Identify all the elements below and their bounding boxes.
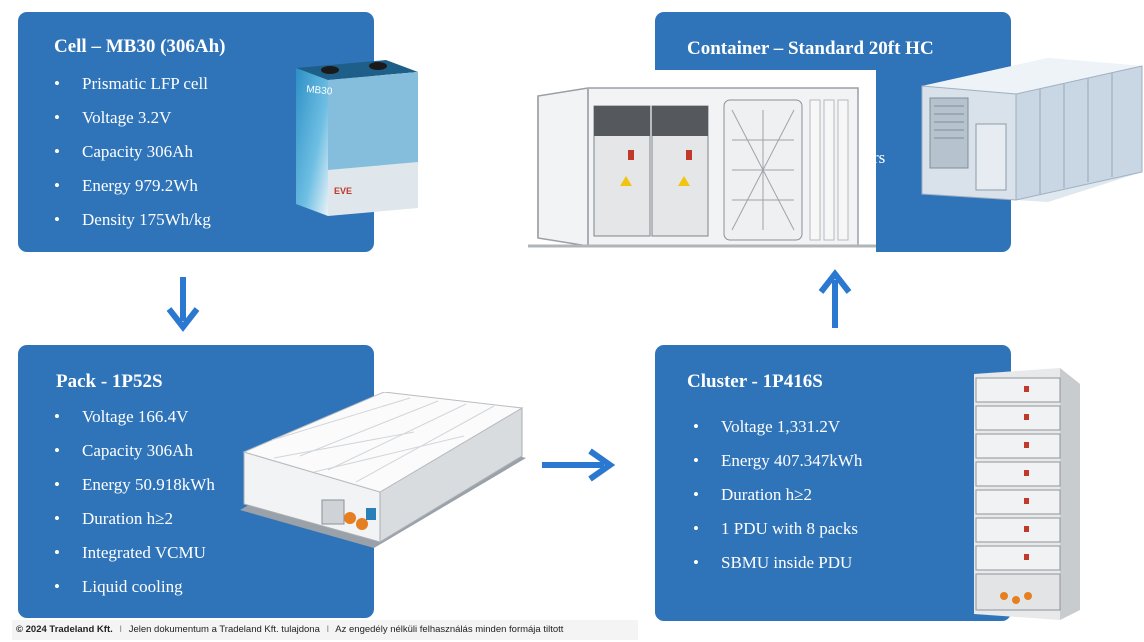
cluster-bullet: Energy 407.347kWh (693, 449, 862, 483)
cluster-bullet: 1 PDU with 8 packs (693, 517, 862, 551)
pack-bullet: Integrated VCMU (54, 541, 215, 575)
cell-bullet: Energy 979.2Wh (54, 174, 211, 208)
pack-bullet: Liquid cooling (54, 575, 215, 609)
footer-brand: © 2024 Tradeland Kft. (16, 624, 113, 635)
battery-pack-image (240, 392, 526, 548)
arrow-down-icon (166, 277, 200, 332)
container-exterior-image (921, 58, 1143, 202)
cell-title: Cell – MB30 (306Ah) (54, 36, 226, 57)
cluster-title: Cluster - 1P416S (687, 371, 823, 392)
cluster-bullet: SBMU inside PDU (693, 551, 862, 585)
battery-cell-image: MB30 EVE (296, 60, 418, 216)
footer-separator: I (119, 624, 123, 635)
container-cutaway-image (528, 70, 876, 252)
cell-bullets: Prismatic LFP cell Voltage 3.2V Capacity… (54, 72, 211, 242)
pack-bullets: Voltage 166.4V Capacity 306Ah Energy 50.… (54, 405, 215, 609)
container-title: Container – Standard 20ft HC (687, 38, 934, 59)
cell-bullet: Density 175Wh/kg (54, 208, 211, 242)
footer-separator: I (326, 624, 330, 635)
cell-bullet: Voltage 3.2V (54, 106, 211, 140)
pack-bullet: Duration h≥2 (54, 507, 215, 541)
cell-brand-label: EVE (334, 186, 352, 196)
footer-text-prohibition: Az engedély nélküli felhasználás minden … (335, 624, 564, 635)
pack-bullet: Energy 50.918kWh (54, 473, 215, 507)
arrow-up-icon (818, 269, 852, 328)
pack-bullet: Capacity 306Ah (54, 439, 215, 473)
cell-bullet: Capacity 306Ah (54, 140, 211, 174)
pack-bullet: Voltage 166.4V (54, 405, 215, 439)
container-partial-text: rs (873, 148, 886, 167)
battery-cluster-rack-image (974, 368, 1080, 620)
arrow-right-icon (542, 448, 616, 482)
pack-title: Pack - 1P52S (56, 371, 163, 392)
cell-model-label: MB30 (306, 84, 334, 98)
footer-text-ownership: Jelen dokumentum a Tradeland Kft. tulajd… (128, 624, 320, 635)
cluster-bullet: Duration h≥2 (693, 483, 862, 517)
cluster-bullet: Voltage 1,331.2V (693, 415, 862, 449)
footer: © 2024 Tradeland Kft. I Jelen dokumentum… (12, 620, 638, 640)
cell-bullet: Prismatic LFP cell (54, 72, 211, 106)
cluster-bullets: Voltage 1,331.2V Energy 407.347kWh Durat… (693, 415, 862, 585)
cluster-panel: Cluster - 1P416S Voltage 1,331.2V Energy… (655, 345, 1011, 621)
